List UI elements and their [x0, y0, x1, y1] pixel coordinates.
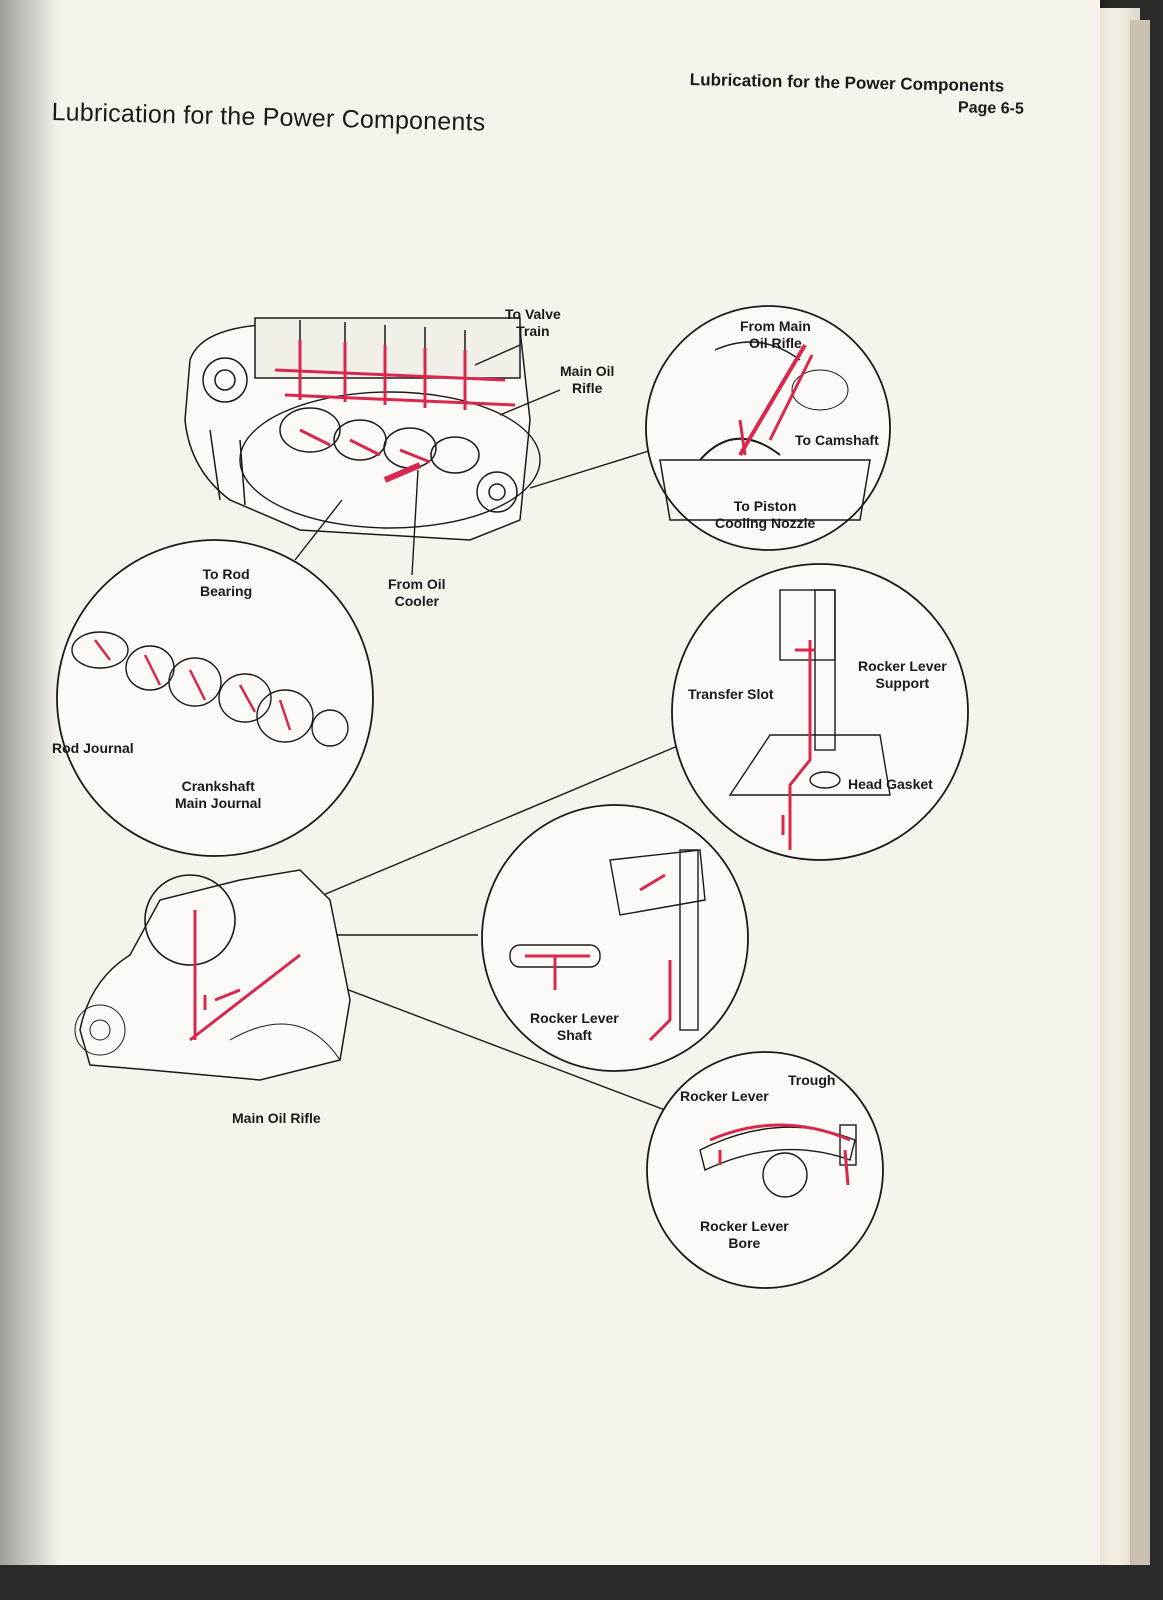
- detail-circle-main-bearing: [645, 305, 891, 551]
- detail-circle-rocker-support: [671, 563, 969, 861]
- binding-shadow: [0, 0, 60, 1565]
- label-to-rod-bearing: To Rod Bearing: [200, 566, 253, 599]
- label-rod-journal: Rod Journal: [52, 740, 134, 756]
- label-rocker-lever-shaft: Rocker Lever Shaft: [530, 1010, 619, 1043]
- label-to-camshaft: To Camshaft: [795, 432, 879, 448]
- label-transfer-slot: Transfer Slot: [688, 686, 774, 702]
- label-main-oil-rifle-top: Main Oil Rifle: [560, 363, 615, 396]
- scan-background: [0, 1565, 1163, 1600]
- engine-block-bottom: [74, 869, 351, 1081]
- label-from-oil-cooler: From Oil Cooler: [388, 576, 446, 609]
- detail-circle-crankshaft: [56, 539, 374, 857]
- label-crankshaft-main-journal: Crankshaft Main Journal: [175, 778, 262, 811]
- label-rocker-lever-bore: Rocker Lever Bore: [700, 1218, 789, 1251]
- label-trough: Trough: [788, 1072, 836, 1088]
- detail-circle-rocker-lever: [646, 1051, 884, 1289]
- label-head-gasket: Head Gasket: [848, 776, 933, 792]
- oil-path-top: [274, 340, 516, 483]
- detail-circle-rocker-shaft: [481, 804, 749, 1072]
- label-to-piston-cooling-nozzle: To Piston Cooling Nozzle: [715, 498, 816, 531]
- page-stack-edge-inner: [1130, 20, 1150, 1565]
- label-rocker-lever: Rocker Lever: [680, 1088, 769, 1104]
- label-from-main-oil-rifle: From Main Oil Rifle: [740, 318, 811, 351]
- label-to-valve-train: To Valve Train: [505, 306, 561, 339]
- engine-block-top: [184, 317, 541, 541]
- label-rocker-lever-support: Rocker Lever Support: [858, 658, 947, 691]
- label-main-oil-rifle-bottom: Main Oil Rifle: [232, 1110, 321, 1126]
